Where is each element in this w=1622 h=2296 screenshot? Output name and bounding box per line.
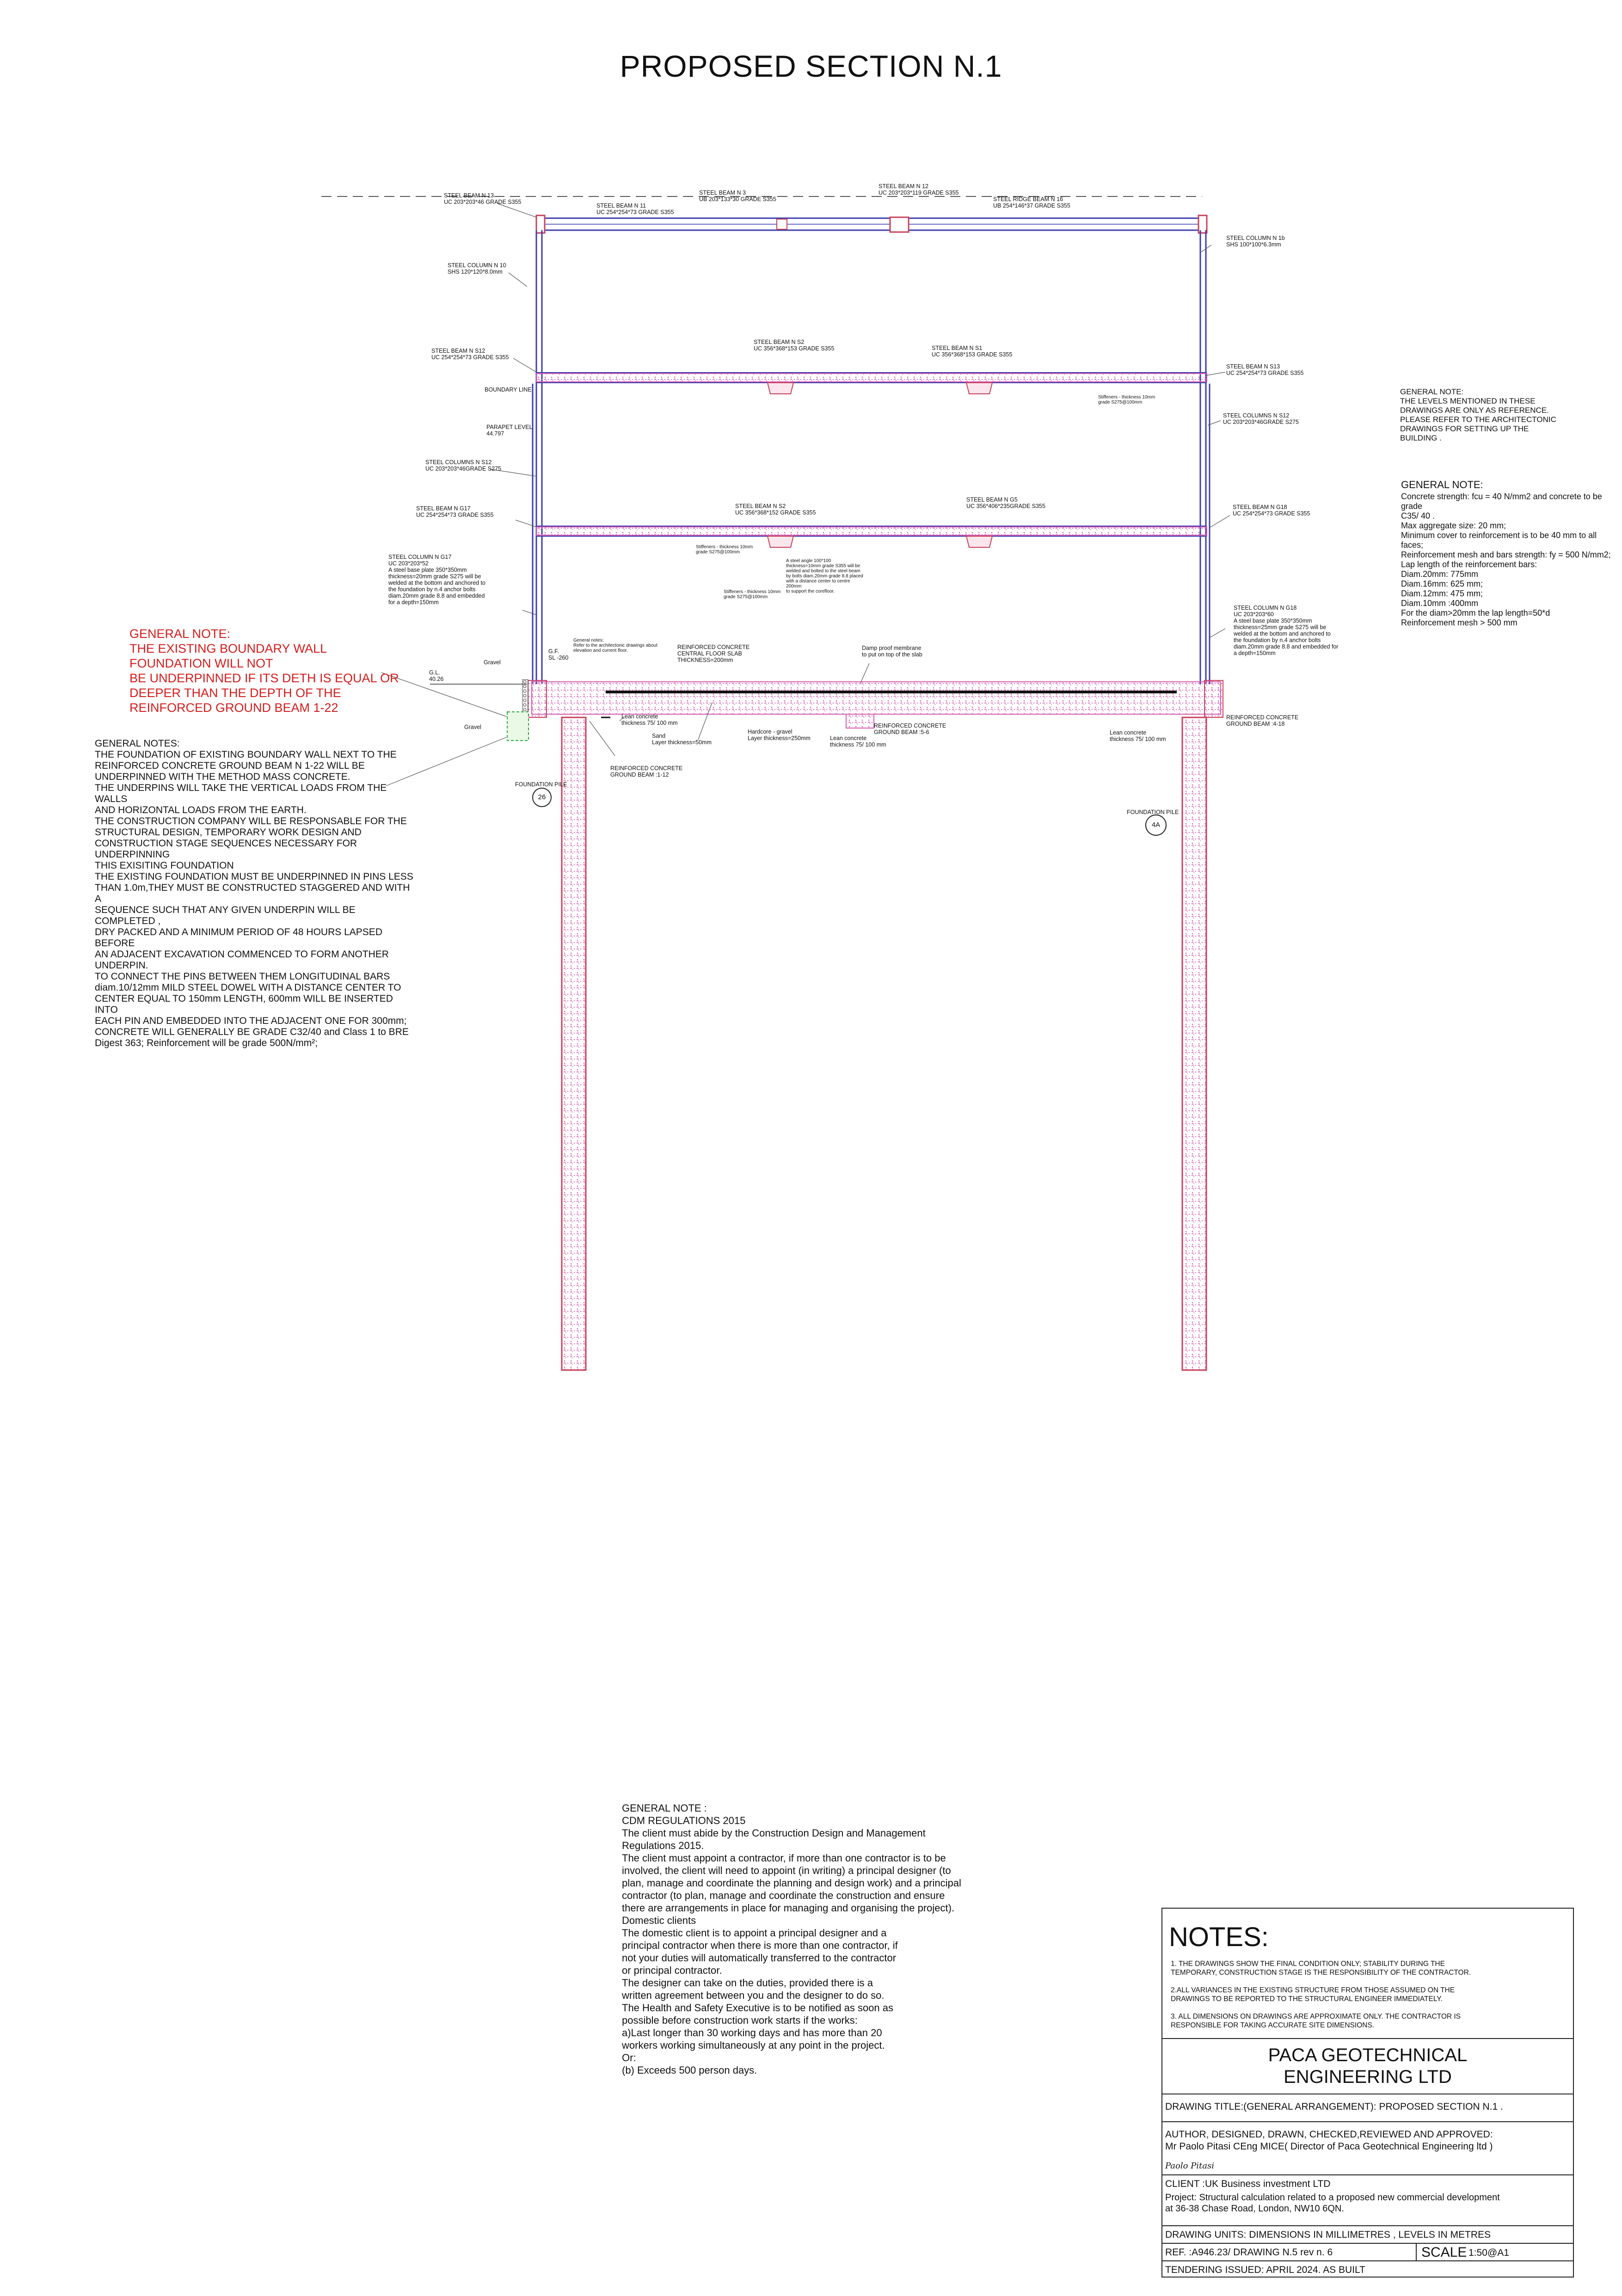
scale-value: 1:50@A1 xyxy=(1468,2247,1509,2258)
label-col-n10: STEEL COLUMN N 10 SHS 120*120*8.0mm xyxy=(448,262,506,275)
reference-row: REF. :A946.23/ DRAWING N.5 rev n. 6 SCAL… xyxy=(1162,2243,1574,2261)
drawing-title: DRAWING TITLE:(GENERAL ARRANGEMENT): PRO… xyxy=(1165,2101,1503,2112)
label-beam-s1: STEEL BEAM N S1 UC 356*368*153 GRADE S35… xyxy=(932,345,1013,358)
label-col-g18: STEEL COLUMN N G18 UC 203*203*60 A steel… xyxy=(1234,605,1339,656)
label-beam-s13: STEEL BEAM N S13 UC 254*254*73 GRADE S35… xyxy=(1226,363,1304,376)
author-text: AUTHOR, DESIGNED, DRAWN, CHECKED,REVIEWE… xyxy=(1165,2129,1493,2152)
drawing-units: DRAWING UNITS: DIMENSIONS IN MILLIMETRES… xyxy=(1165,2229,1491,2240)
label-lean-concrete-1: Lean concrete thickness 75/ 100 mm xyxy=(621,713,678,726)
ground-slab xyxy=(528,680,1223,729)
foundation-piles xyxy=(532,716,1207,1371)
client-row: CLIENT :UK Business investment LTD Proje… xyxy=(1162,2174,1573,2214)
label-beam-s2a: STEEL BEAM N S2 UC 356*368*153 GRADE S35… xyxy=(754,339,835,352)
label-ground-beam-4-18: REINFORCED CONCRETE GROUND BEAM :4-18 xyxy=(1226,714,1299,727)
label-beam-n3: STEEL BEAM N 3 UB 203*133*30 GRADE S355 xyxy=(699,190,776,202)
units-row: DRAWING UNITS: DIMENSIONS IN MILLIMETRES… xyxy=(1162,2225,1573,2243)
roof-beam xyxy=(535,214,1208,234)
leader-lines xyxy=(381,203,1230,786)
label-stiffeners-g18: Stiffeners - thickness 10mm grade S275@1… xyxy=(1098,395,1155,405)
signature: Paolo Pitasi xyxy=(1165,2161,1215,2171)
first-floor-beam xyxy=(536,372,1207,394)
boundary-wall-underpin xyxy=(430,679,529,741)
label-ground-floor: G.F. SL -260 xyxy=(548,648,569,661)
page-title: PROPOSED SECTION N.1 xyxy=(620,49,1002,83)
label-ground-beam-5-6: REINFORCED CONCRETE GROUND BEAM :5-6 xyxy=(874,722,946,735)
tendering-row: TENDERING ISSUED: APRIL 2024. AS BUILT xyxy=(1162,2260,1573,2278)
label-sand: Sand Layer thickness=50mm xyxy=(652,733,712,746)
label-foundation-pile-left: FOUNDATION PILE xyxy=(515,781,567,788)
label-beam-s2b: STEEL BEAM N S2 UC 356*368*152 GRADE S35… xyxy=(735,503,816,516)
project-text: Project: Structural calculation related … xyxy=(1165,2192,1500,2214)
label-beam-n11: STEEL BEAM N 11 UC 254*254*73 GRADE S355 xyxy=(596,202,674,215)
label-col-s12-right: STEEL COLUMNS N S12 UC 203*203*46GRADE S… xyxy=(1223,412,1299,425)
scale-label: SCALE xyxy=(1421,2245,1467,2260)
drawing-title-row: DRAWING TITLE:(GENERAL ARRANGEMENT): PRO… xyxy=(1162,2094,1573,2121)
label-stiffeners-s2: Stiffeners - thickness 10mm grade S275@1… xyxy=(696,545,753,555)
company-name: PACA GEOTECHNICAL ENGINEERING LTD xyxy=(1268,2045,1468,2087)
title-block: NOTES: 1. THE DRAWINGS SHOW THE FINAL CO… xyxy=(1161,1908,1574,2278)
label-gravel-a: Gravel xyxy=(484,659,501,666)
label-boundary-line: BOUNDARY LINE xyxy=(485,386,532,393)
label-col-s12-left: STEEL COLUMNS N S12 UC 203*203*46GRADE S… xyxy=(425,459,501,472)
author-row: AUTHOR, DESIGNED, DRAWN, CHECKED,REVIEWE… xyxy=(1162,2121,1573,2177)
label-gravel-b: Gravel xyxy=(464,724,481,730)
concrete-general-note: Concrete strength: fcu = 40 N/mm2 and co… xyxy=(1401,492,1611,627)
label-lean-concrete-3: Lean concrete thickness 75/ 100 mm xyxy=(1110,729,1166,742)
label-dpm: Damp proof membrane to put on top of the… xyxy=(862,645,922,658)
pile-number-left: 26 xyxy=(538,793,546,801)
tendering-issued: TENDERING ISSUED: APRIL 2024. AS BUILT xyxy=(1165,2265,1365,2275)
label-parapet-level: PARAPET LEVEL 44.797 xyxy=(486,424,533,437)
second-floor-beam xyxy=(536,526,1207,548)
label-ground-level: G.L. 40.26 xyxy=(429,669,444,682)
steel-columns xyxy=(532,230,1210,684)
boundary-wall-red-note: GENERAL NOTE: THE EXISTING BOUNDARY WALL… xyxy=(129,627,399,715)
scale-cell: SCALE 1:50@A1 xyxy=(1416,2244,1574,2261)
label-beam-g18: STEEL BEAM N G18 UC 254*254*73 GRADE S35… xyxy=(1233,504,1310,517)
label-rc-slab: REINFORCED CONCRETE CENTRAL FLOOR SLAB T… xyxy=(677,644,750,663)
company-row: PACA GEOTECHNICAL ENGINEERING LTD xyxy=(1162,2038,1573,2094)
label-beam-g5: STEEL BEAM N G5 UC 356*406*235GRADE S355 xyxy=(966,496,1045,509)
client-text: CLIENT :UK Business investment LTD xyxy=(1165,2179,1331,2189)
label-lean-concrete-2: Lean concrete thickness 75/ 100 mm xyxy=(830,735,886,748)
label-stiffeners-g5: Stiffeners - thickness 10mm grade S275@1… xyxy=(724,589,781,600)
label-ridge-n16: STEEL RIDGE BEAM N 16 UB 254*146*37 GRAD… xyxy=(993,196,1070,209)
label-col-g17: STEEL COLUMN N G17 UC 203*203*52 A steel… xyxy=(388,554,485,606)
notes-text: 1. THE DRAWINGS SHOW THE FINAL CONDITION… xyxy=(1171,1960,1471,2029)
label-general-notes-small: General notes: Refer to the architectoni… xyxy=(573,638,657,653)
underpinning-general-notes: GENERAL NOTES: THE FOUNDATION OF EXISTIN… xyxy=(95,738,413,1048)
label-hardcore: Hardcore - gravel Layer thickness=250mm xyxy=(748,729,811,741)
label-ground-beam-1-12: REINFORCED CONCRETE GROUND BEAM :1-12 xyxy=(610,765,683,778)
pile-number-right: 4A xyxy=(1151,821,1161,829)
label-beam-g17: STEEL BEAM N G17 UC 254*254*73 GRADE S35… xyxy=(416,505,494,518)
label-beam-n12: STEEL BEAM N 12 UC 203*203*119 GRADE S35… xyxy=(879,183,959,196)
drawing-reference: REF. :A946.23/ DRAWING N.5 rev n. 6 xyxy=(1165,2247,1333,2258)
cdm-regulations-note: GENERAL NOTE : CDM REGULATIONS 2015 The … xyxy=(622,1802,961,2076)
concrete-note-title: GENERAL NOTE: xyxy=(1401,479,1483,490)
label-col-n1b: STEEL COLUMN N 1b SHS 100*100*6.3mm xyxy=(1226,235,1285,248)
label-angle-note: A steel angle 100*100 thickness=10mm gra… xyxy=(786,558,863,594)
label-foundation-pile-right: FOUNDATION PILE xyxy=(1127,809,1179,815)
label-beam-s12: STEEL BEAM N S12 UC 254*254*73 GRADE S35… xyxy=(431,348,509,361)
label-beam-n13: STEEL BEAM N 13 UC 203*203*46 GRADE S355 xyxy=(444,192,522,205)
levels-general-note: GENERAL NOTE: THE LEVELS MENTIONED IN TH… xyxy=(1400,387,1556,442)
notes-heading: NOTES: xyxy=(1169,1922,1269,1952)
